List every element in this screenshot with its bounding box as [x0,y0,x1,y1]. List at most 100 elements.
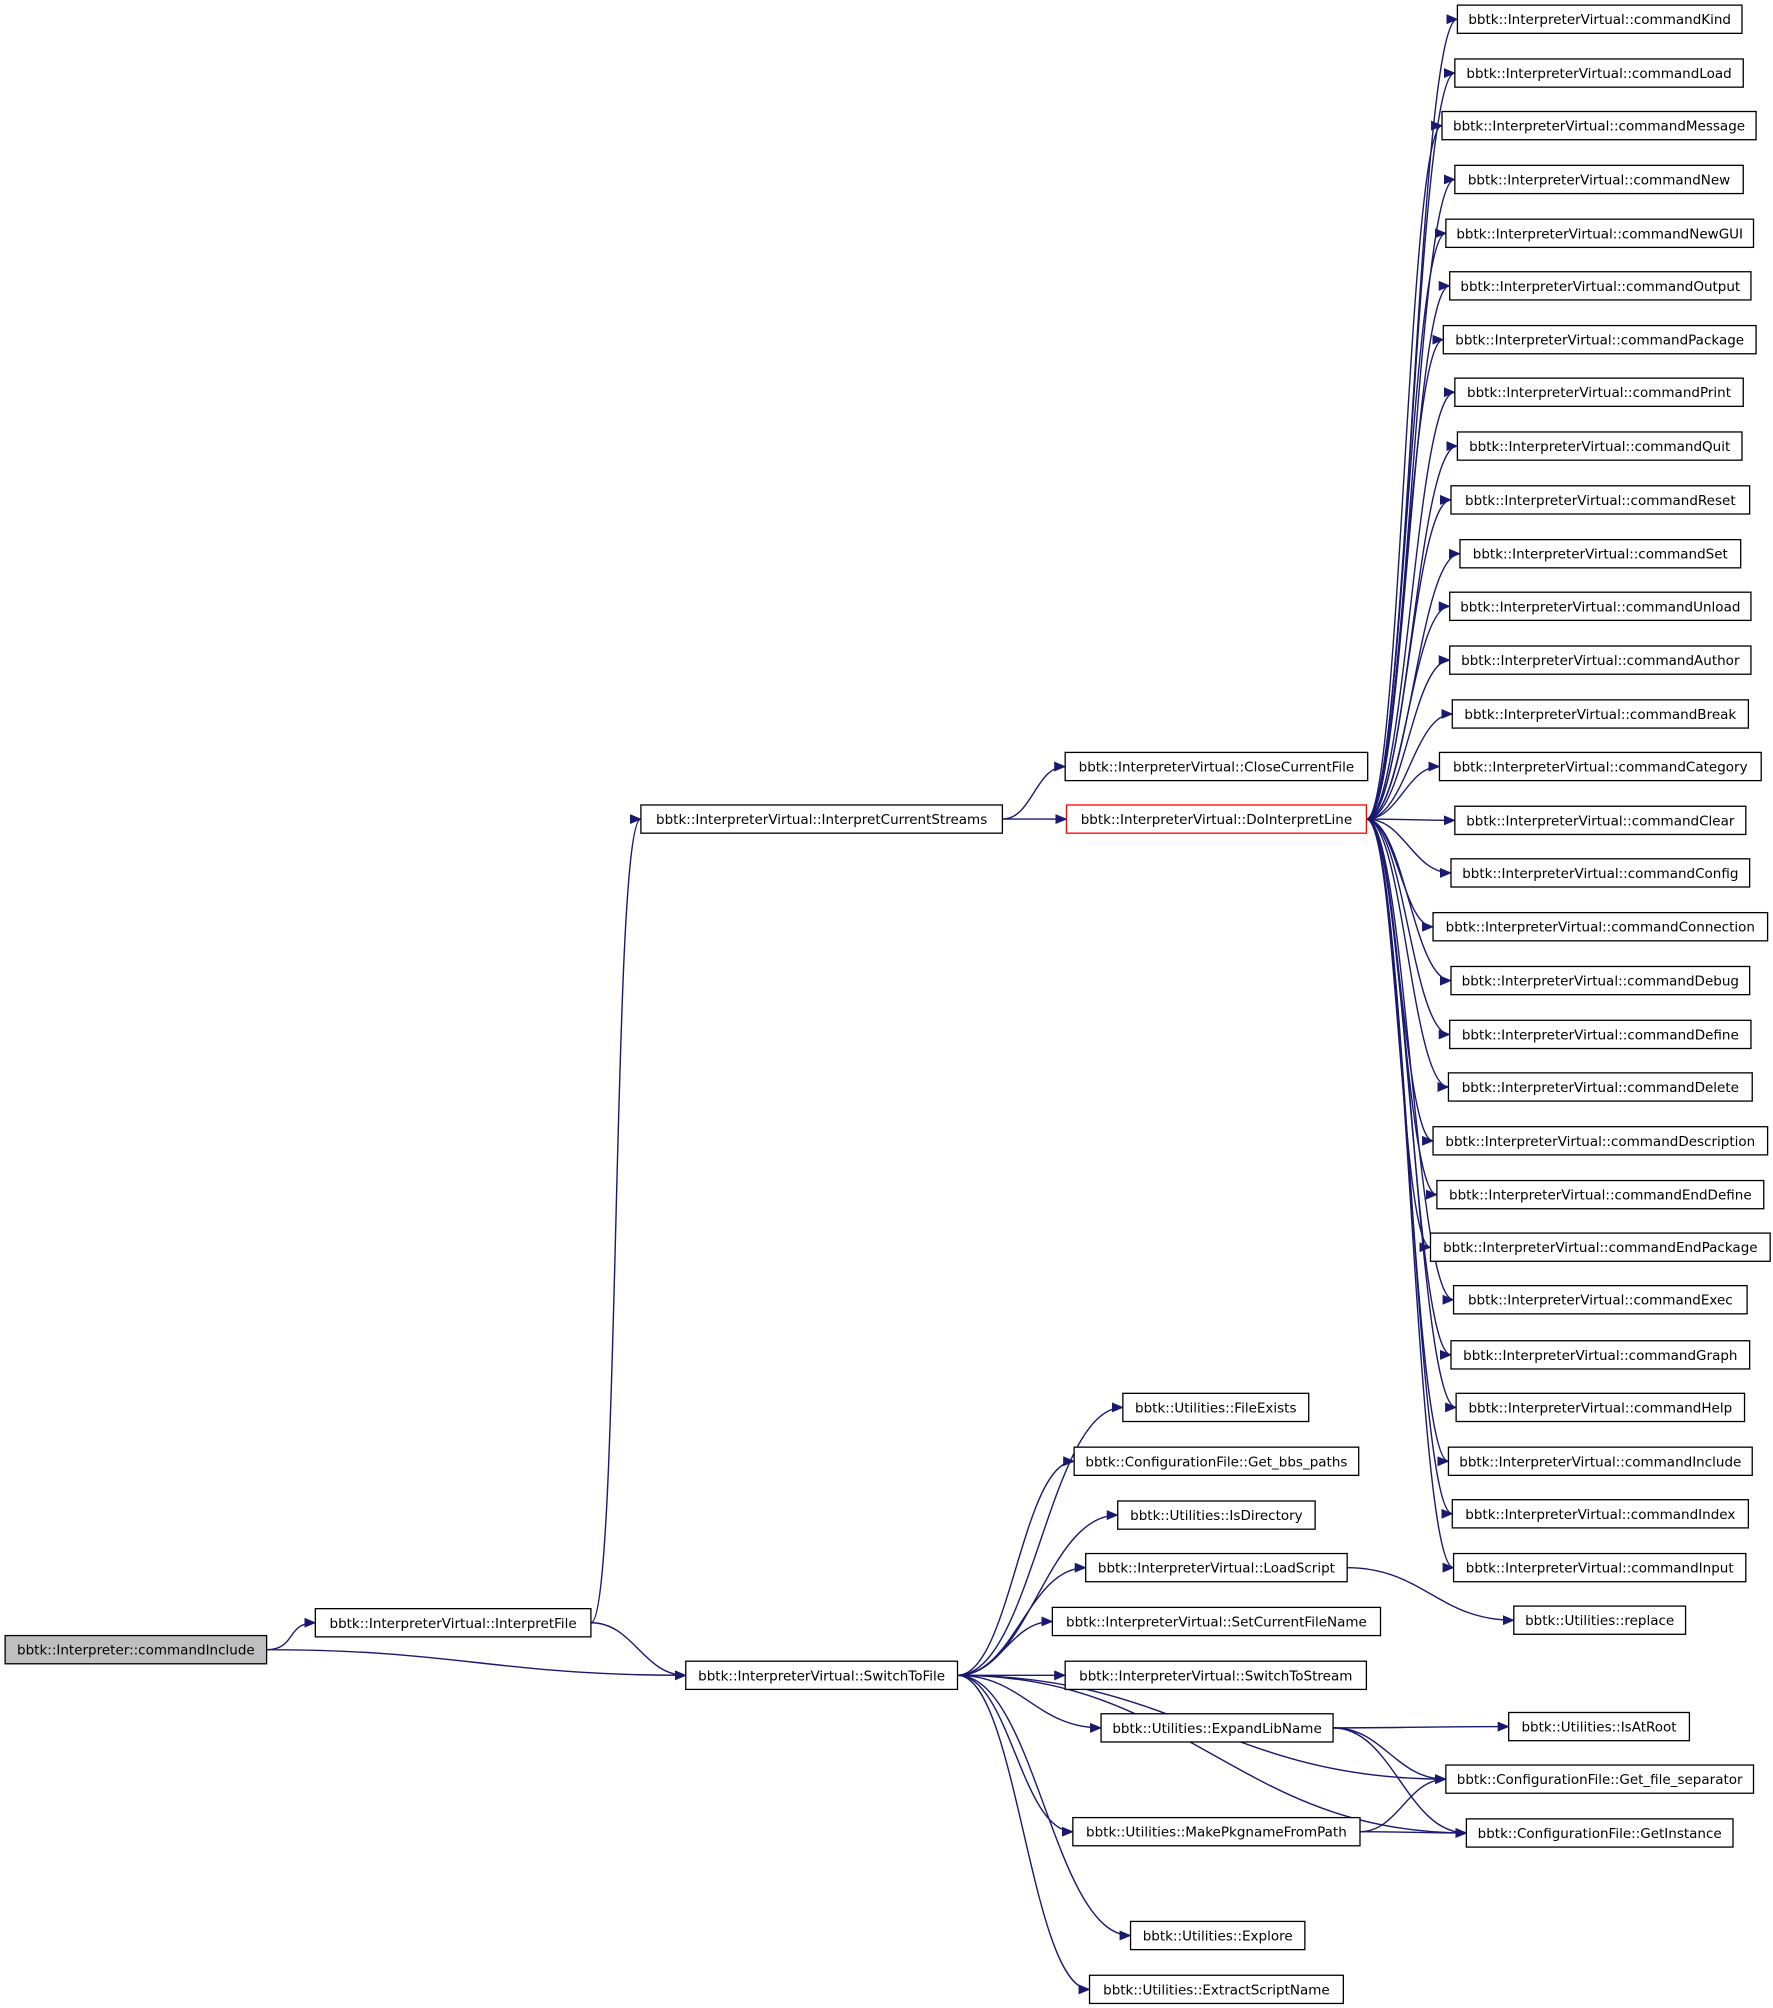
edge-expandLibName-to-isAtRoot [1333,1721,1510,1732]
node-commandInclude[interactable]: bbtk::InterpreterVirtual::commandInclude [1447,1446,1753,1477]
node-label: bbtk::InterpreterVirtual::commandInclude [1459,1454,1741,1470]
node-box [685,1660,959,1691]
node-label: bbtk::ConfigurationFile::Get_file_separa… [1457,1772,1743,1788]
node-isDirectory[interactable]: bbtk::Utilities::IsDirectory [1117,1500,1316,1530]
node-commandDelete[interactable]: bbtk::InterpreterVirtual::commandDelete [1447,1072,1753,1102]
node-label: bbtk::ConfigurationFile::GetInstance [1478,1826,1722,1842]
edge-doInterpretLine-to-commandInput [1366,818,1455,1573]
node-commandNew[interactable]: bbtk::InterpreterVirtual::commandNew [1454,164,1744,195]
node-box [1450,858,1751,888]
node-commandExec[interactable]: bbtk::InterpreterVirtual::commandExec [1452,1284,1748,1315]
node-commandUnload[interactable]: bbtk::InterpreterVirtual::commandUnload [1449,591,1752,622]
node-getInstance[interactable]: bbtk::ConfigurationFile::GetInstance [1465,1818,1734,1848]
node-label: bbtk::InterpreterVirtual::commandBreak [1464,707,1736,723]
node-commandConfig[interactable]: bbtk::InterpreterVirtual::commandConfig [1450,858,1751,888]
node-box [1454,58,1744,88]
node-commandMessage[interactable]: bbtk::InterpreterVirtual::commandMessage [1441,110,1757,141]
node-label: bbtk::Utilities::FileExists [1135,1400,1296,1416]
node-box [1456,431,1743,461]
node-box [1072,1816,1361,1847]
node-switchToStream[interactable]: bbtk::InterpreterVirtual::SwitchToStream [1064,1660,1368,1691]
node-commandLoad[interactable]: bbtk::InterpreterVirtual::commandLoad [1454,58,1744,88]
edge-makePkgname-to-getInstance [1359,1827,1468,1838]
node-commandSet[interactable]: bbtk::InterpreterVirtual::commandSet [1459,538,1742,569]
node-commandCategory[interactable]: bbtk::InterpreterVirtual::commandCategor… [1438,751,1762,782]
node-commandDescription[interactable]: bbtk::InterpreterVirtual::commandDescrip… [1432,1126,1769,1156]
node-commandNewGUI[interactable]: bbtk::InterpreterVirtual::commandNewGUI [1445,218,1755,249]
node-box [1447,1446,1753,1477]
node-box [1452,1284,1748,1315]
node-label: bbtk::InterpreterVirtual::commandInput [1466,1561,1734,1577]
node-label: bbtk::InterpreterVirtual::commandSet [1473,547,1728,563]
node-expandLibName[interactable]: bbtk::Utilities::ExpandLibName [1100,1713,1334,1743]
edge-doInterpretLine-to-commandReset [1366,494,1452,820]
node-box [1459,538,1742,569]
node-label: bbtk::InterpreterVirtual::commandLoad [1466,66,1731,82]
node-isAtRoot[interactable]: bbtk::Utilities::IsAtRoot [1508,1711,1691,1742]
node-commandBreak[interactable]: bbtk::InterpreterVirtual::commandBreak [1451,699,1750,729]
node-commandGraph[interactable]: bbtk::InterpreterVirtual::commandGraph [1450,1340,1751,1370]
node-replace[interactable]: bbtk::Utilities::replace [1513,1605,1687,1635]
edge-doInterpretLine-to-commandHelp [1366,818,1458,1413]
node-closeCurrentFile[interactable]: bbtk::InterpreterVirtual::CloseCurrentFi… [1064,751,1369,782]
node-label: bbtk::Utilities::ExpandLibName [1112,1721,1321,1737]
node-commandOutput[interactable]: bbtk::InterpreterVirtual::commandOutput [1449,271,1752,301]
node-box [1051,1606,1382,1637]
node-box [1449,271,1752,301]
node-root: bbtk::Interpreter::commandInclude [4,1634,268,1665]
node-label: bbtk::Utilities::IsAtRoot [1521,1720,1676,1736]
node-commandReset[interactable]: bbtk::InterpreterVirtual::commandReset [1450,485,1751,515]
edge-doInterpretLine-to-commandDelete [1366,818,1450,1092]
node-commandConnection[interactable]: bbtk::InterpreterVirtual::commandConnect… [1432,911,1769,942]
node-fileExists[interactable]: bbtk::Utilities::FileExists [1122,1392,1310,1423]
node-doInterpretLine[interactable]: bbtk::InterpreterVirtual::DoInterpretLin… [1065,804,1368,834]
node-commandPrint[interactable]: bbtk::InterpreterVirtual::commandPrint [1454,377,1744,407]
node-box [1445,1764,1755,1794]
node-switchToFile[interactable]: bbtk::InterpreterVirtual::SwitchToFile [685,1660,959,1691]
node-commandIndex[interactable]: bbtk::InterpreterVirtual::commandIndex [1451,1499,1750,1529]
node-box [1442,324,1757,355]
node-getFileSeparator[interactable]: bbtk::ConfigurationFile::Get_file_separa… [1445,1764,1755,1794]
node-label: bbtk::InterpreterVirtual::commandDescrip… [1445,1134,1755,1150]
node-box [1452,1552,1747,1583]
node-setCurrentFileName[interactable]: bbtk::InterpreterVirtual::SetCurrentFile… [1051,1606,1382,1637]
node-explore[interactable]: bbtk::Utilities::Explore [1129,1920,1306,1951]
node-commandQuit[interactable]: bbtk::InterpreterVirtual::commandQuit [1456,431,1743,461]
node-label: bbtk::InterpreterVirtual::commandGraph [1463,1348,1737,1364]
node-commandEndDefine[interactable]: bbtk::InterpreterVirtual::commandEndDefi… [1436,1179,1765,1210]
node-label: bbtk::InterpreterVirtual::commandAuthor [1461,653,1740,669]
node-getBbsPaths[interactable]: bbtk::ConfigurationFile::Get_bbs_paths [1073,1446,1360,1477]
edge-doInterpretLine-to-commandPrint [1366,387,1456,820]
node-loadScript[interactable]: bbtk::InterpreterVirtual::LoadScript [1085,1552,1348,1583]
node-commandHelp[interactable]: bbtk::InterpreterVirtual::commandHelp [1455,1392,1746,1423]
node-label: bbtk::InterpreterVirtual::commandExec [1468,1293,1733,1309]
node-label: bbtk::InterpreterVirtual::commandDefine [1462,1027,1739,1043]
node-box [1465,1818,1734,1848]
node-commandInput[interactable]: bbtk::InterpreterVirtual::commandInput [1452,1552,1747,1583]
nodes-layer: bbtk::Interpreter::commandIncludebbtk::I… [4,4,1771,2005]
node-commandKind[interactable]: bbtk::InterpreterVirtual::commandKind [1456,4,1743,34]
node-box [1429,1232,1771,1262]
node-commandDefine[interactable]: bbtk::InterpreterVirtual::commandDefine [1449,1019,1752,1050]
node-box [1450,1340,1751,1370]
node-commandPackage[interactable]: bbtk::InterpreterVirtual::commandPackage [1442,324,1757,355]
node-box [4,1634,268,1665]
node-box [1438,751,1762,782]
node-commandClear[interactable]: bbtk::InterpreterVirtual::commandClear [1454,805,1747,836]
node-interpretFile[interactable]: bbtk::InterpreterVirtual::InterpretFile [314,1608,592,1638]
node-label: bbtk::InterpreterVirtual::commandCategor… [1453,760,1748,776]
node-box [1455,1392,1746,1423]
node-makePkgname[interactable]: bbtk::Utilities::MakePkgnameFromPath [1072,1816,1361,1847]
edge-switchToFile-to-expandLibName [957,1674,1103,1733]
edge-doInterpretLine-to-commandDebug [1366,818,1452,986]
edge-doInterpretLine-to-commandExec [1366,818,1455,1305]
node-commandAuthor[interactable]: bbtk::InterpreterVirtual::commandAuthor [1449,645,1752,675]
node-commandDebug[interactable]: bbtk::InterpreterVirtual::commandDebug [1450,965,1751,996]
node-extractScriptName[interactable]: bbtk::Utilities::ExtractScriptName [1088,1974,1344,2005]
node-label: bbtk::InterpreterVirtual::SwitchToFile [698,1668,945,1684]
node-interpretCurrentStreams[interactable]: bbtk::InterpreterVirtual::InterpretCurre… [640,804,1004,834]
node-commandEndPackage[interactable]: bbtk::InterpreterVirtual::commandEndPack… [1429,1232,1771,1262]
edge-expandLibName-to-getInstance [1333,1727,1468,1838]
node-label: bbtk::InterpreterVirtual::LoadScript [1098,1561,1335,1577]
node-box [1449,1019,1752,1050]
